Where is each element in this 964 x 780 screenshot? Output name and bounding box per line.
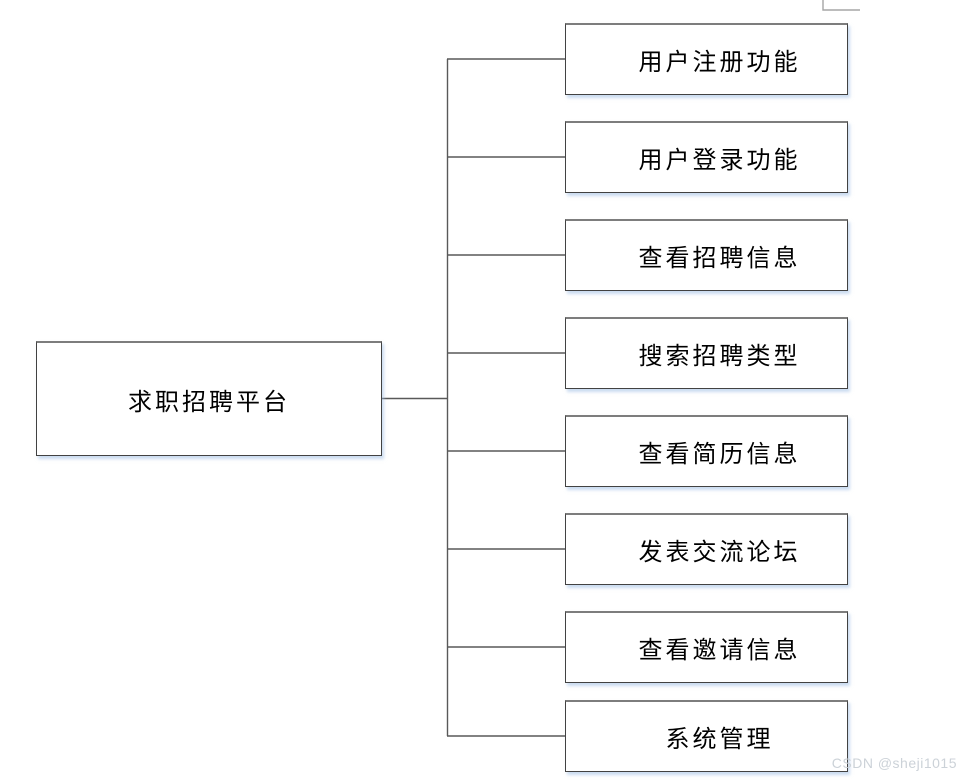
diagram-node-user-register: 用户注册功能	[565, 23, 848, 95]
diagram-node-search-recruit-type: 搜索招聘类型	[565, 317, 848, 389]
diagram-node-user-login: 用户登录功能	[565, 121, 848, 193]
node-label: 用户注册功能	[638, 49, 801, 76]
node-label: 搜索招聘类型	[638, 343, 801, 370]
cropped-corner-mark	[822, 0, 860, 11]
diagram-node-root: 求职招聘平台	[36, 341, 382, 456]
node-label: 查看招聘信息	[638, 245, 801, 272]
diagram-node-view-resume-info: 查看简历信息	[565, 415, 848, 487]
csdn-watermark: CSDN @sheji1015	[831, 755, 957, 771]
node-label: 发表交流论坛	[638, 539, 801, 566]
diagram-node-system-manage: 系统管理	[565, 700, 848, 772]
diagram-node-view-invite-info: 查看邀请信息	[565, 611, 848, 683]
root-node-label: 求职招聘平台	[128, 388, 290, 416]
diagram-node-view-recruit-info: 查看招聘信息	[565, 219, 848, 291]
diagram-node-post-forum: 发表交流论坛	[565, 513, 848, 585]
node-label: 系统管理	[665, 726, 774, 753]
node-label: 查看简历信息	[638, 441, 801, 468]
node-label: 用户登录功能	[638, 147, 801, 174]
node-label: 查看邀请信息	[638, 637, 801, 664]
